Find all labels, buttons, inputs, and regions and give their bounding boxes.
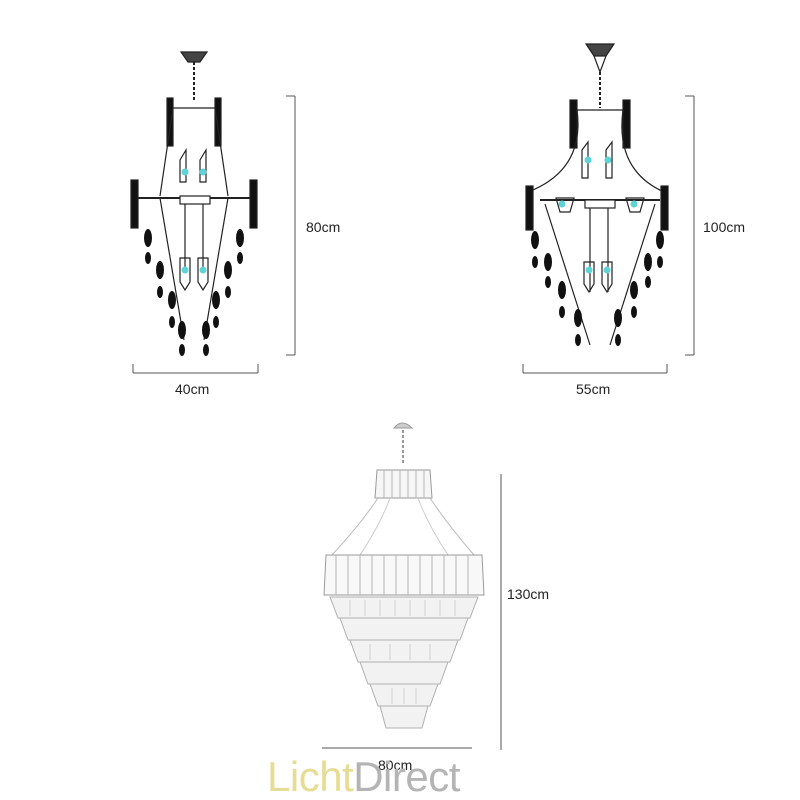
crystal-tiers	[329, 596, 479, 729]
small-chandelier	[130, 51, 258, 356]
bulb	[603, 266, 611, 274]
ceiling-canopy	[392, 422, 414, 429]
brand-logo-part2: Direct	[353, 753, 460, 800]
upper-crystal-right	[214, 97, 222, 147]
small-width-label: 40cm	[175, 381, 210, 397]
medium-width-label: 55cm	[576, 381, 611, 397]
medium-chandelier	[525, 43, 669, 346]
middle-crystal-left	[525, 185, 534, 231]
bulb	[630, 200, 638, 208]
upper-crystal-left	[569, 99, 578, 149]
medium-chandelier-dimensions	[522, 95, 695, 374]
bulb	[199, 168, 207, 176]
bulb	[584, 156, 592, 164]
medium-height-label: 100cm	[703, 219, 746, 235]
ceiling-canopy	[584, 43, 616, 57]
bulb	[558, 200, 566, 208]
bulb	[604, 156, 612, 164]
brand-logo-part1: Licht	[267, 753, 354, 800]
small-height-label: 80cm	[306, 219, 341, 235]
large-chandelier-dimensions	[322, 474, 502, 750]
top-crystal-band	[374, 469, 433, 499]
large-width-label: 80cm	[378, 757, 413, 773]
middle-crystal-right	[249, 179, 258, 229]
large-height-label: 130cm	[507, 586, 550, 602]
bulb	[181, 168, 189, 176]
middle-crystal-left	[130, 179, 139, 229]
small-chandelier-dimensions	[132, 95, 296, 374]
upper-crystal-right	[622, 99, 631, 149]
bulb	[585, 266, 593, 274]
ceiling-canopy	[179, 51, 209, 63]
crystal-droplets	[144, 229, 244, 356]
brand-logo: LichtDirect	[267, 756, 460, 798]
bulb	[199, 266, 207, 274]
upper-crystal-left	[166, 97, 174, 147]
crystal-droplets	[531, 231, 664, 346]
large-crystal-chandelier	[323, 422, 485, 729]
middle-crystal-right	[660, 185, 669, 231]
bulb	[181, 266, 189, 274]
